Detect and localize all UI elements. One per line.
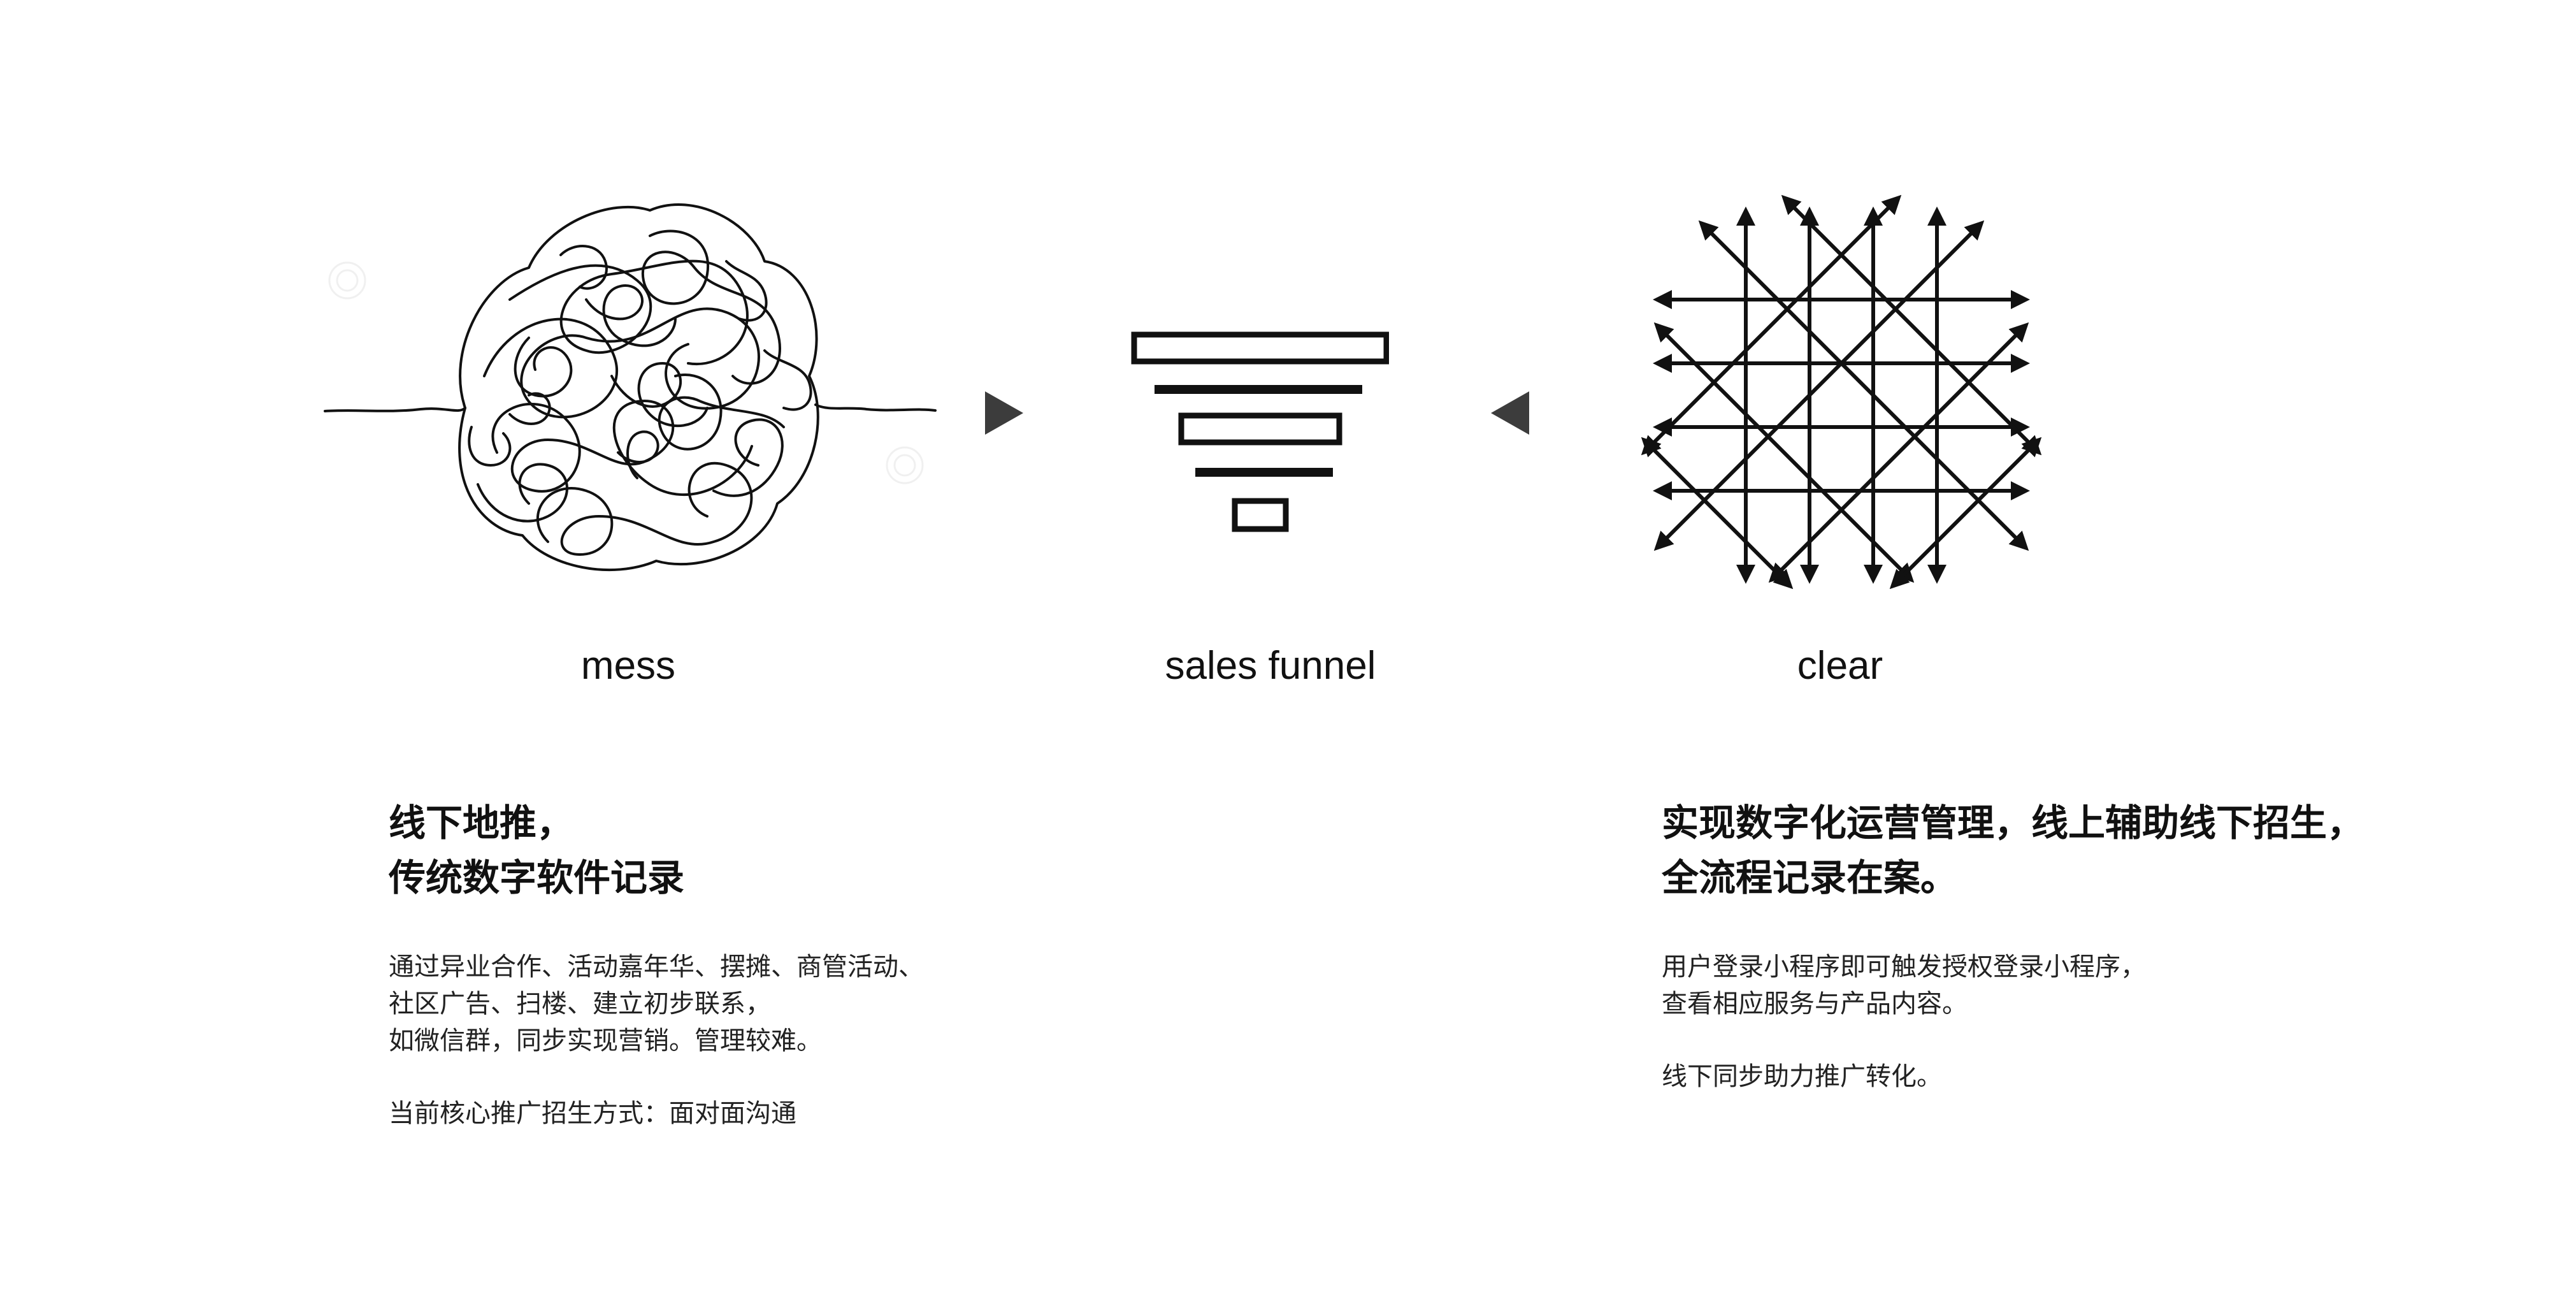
right-panel-body: 用户登录小程序即可触发授权登录小程序， 查看相应服务与产品内容。 线下同步助力推… bbox=[1662, 948, 2146, 1095]
left-body-line-5: 当前核心推广招生方式：面对面沟通 bbox=[389, 1099, 796, 1128]
right-body-line-2: 查看相应服务与产品内容。 bbox=[1662, 989, 1968, 1019]
left-panel-heading: 线下地推， 传统数字软件记录 bbox=[389, 795, 684, 905]
right-heading-line-2: 全流程记录在案。 bbox=[1662, 856, 1958, 899]
funnel-tier-5 bbox=[1232, 498, 1289, 532]
funnel-illustration bbox=[1121, 325, 1390, 542]
triangle-right-icon bbox=[985, 391, 1023, 435]
tangled-scribble-icon bbox=[324, 203, 937, 572]
funnel-tier-2 bbox=[1155, 385, 1362, 394]
mess-caption: mess bbox=[580, 644, 676, 688]
funnel-bars-icon bbox=[1131, 331, 1390, 532]
right-heading-line-1: 实现数字化运营管理，线上辅助线下招生， bbox=[1662, 801, 2364, 845]
clear-caption: clear bbox=[1797, 644, 1883, 688]
left-panel-body: 通过异业合作、活动嘉年华、摆摊、商管活动、 社区广告、扫楼、建立初步联系， 如微… bbox=[389, 948, 924, 1132]
triangle-left-icon bbox=[1491, 391, 1529, 435]
right-body-line-4: 线下同步助力推广转化。 bbox=[1662, 1062, 1942, 1091]
left-body-line-2: 社区广告、扫楼、建立初步联系， bbox=[389, 989, 771, 1019]
clear-illustration bbox=[1631, 185, 2052, 618]
funnel-tier-3 bbox=[1178, 412, 1342, 446]
left-body-line-1: 通过异业合作、活动嘉年华、摆摊、商管活动、 bbox=[389, 952, 924, 982]
left-body-line-3: 如微信群，同步实现营销。管理较难。 bbox=[389, 1026, 822, 1055]
funnel-tier-4 bbox=[1195, 468, 1333, 477]
left-body-spacer bbox=[389, 1059, 924, 1095]
left-heading-line-1: 线下地推， bbox=[389, 801, 574, 845]
sales-funnel-caption: sales funnel bbox=[1165, 644, 1376, 688]
right-panel-heading: 实现数字化运营管理，线上辅助线下招生， 全流程记录在案。 bbox=[1662, 795, 2364, 905]
mess-illustration bbox=[319, 185, 943, 593]
arrow-grid-icon bbox=[1641, 194, 2042, 590]
funnel-tier-1 bbox=[1131, 331, 1390, 365]
left-heading-line-2: 传统数字软件记录 bbox=[389, 856, 685, 899]
right-body-line-1: 用户登录小程序即可触发授权登录小程序， bbox=[1662, 952, 2146, 982]
right-body-spacer bbox=[1662, 1022, 2146, 1058]
